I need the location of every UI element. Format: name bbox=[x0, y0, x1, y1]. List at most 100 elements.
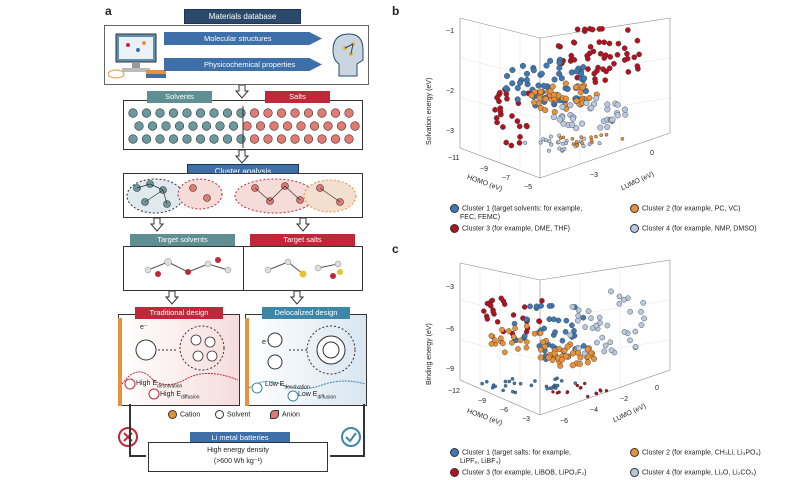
plot-b-point bbox=[509, 67, 516, 74]
molecule-dot bbox=[236, 108, 246, 118]
cluster2-icon bbox=[630, 448, 639, 457]
energy-density-line1: High energy density bbox=[207, 447, 269, 454]
plot-b-point bbox=[504, 73, 511, 80]
energy-density-line2: (>600 Wh kg⁻¹) bbox=[213, 458, 263, 465]
high-diffusion-label: High Ediffusion bbox=[160, 391, 200, 401]
plot-b-point bbox=[556, 116, 563, 123]
plot-b-point bbox=[586, 50, 593, 57]
plot-b-point bbox=[542, 95, 549, 102]
plot-c-point bbox=[509, 340, 515, 346]
plot-b-point bbox=[567, 102, 574, 109]
down-arrow-icon bbox=[235, 85, 249, 99]
molecule-dot bbox=[209, 134, 219, 144]
plot-c-point bbox=[510, 312, 517, 318]
plot-b-point bbox=[597, 50, 604, 57]
plot-c-point bbox=[553, 377, 557, 382]
plot-b-ztick-0: −1 bbox=[446, 28, 454, 35]
plot-c-point bbox=[575, 383, 580, 388]
plot-c-point bbox=[511, 320, 518, 327]
plot-c-point bbox=[490, 309, 496, 315]
check-icon bbox=[341, 427, 361, 447]
plot-c-point bbox=[537, 346, 544, 353]
plot-b-ytick-0: −3 bbox=[590, 172, 598, 179]
molecule-dot bbox=[141, 108, 152, 118]
plot-c-point bbox=[512, 325, 518, 332]
molecule-dot bbox=[201, 121, 212, 131]
plot-c-point bbox=[564, 343, 571, 350]
plot-c-point bbox=[585, 394, 590, 399]
plot-b-point bbox=[601, 39, 607, 46]
plot-b-point bbox=[596, 26, 603, 32]
plot-c-point bbox=[488, 303, 494, 309]
plot-b-point bbox=[569, 121, 576, 128]
delocalized-design-box bbox=[245, 314, 367, 406]
plot-b-point bbox=[614, 112, 621, 119]
energy-box bbox=[148, 442, 328, 472]
plot-c-point bbox=[575, 307, 582, 314]
plot-c-point bbox=[555, 317, 562, 324]
plot-c-point bbox=[602, 342, 609, 349]
traditional-design-box bbox=[118, 314, 240, 406]
plot-b-point bbox=[571, 57, 578, 63]
plot-b-point bbox=[621, 57, 628, 63]
plot-c-point bbox=[537, 330, 544, 336]
plot-b-point bbox=[514, 96, 521, 103]
plot-c-point bbox=[498, 335, 504, 342]
molecule-dot bbox=[236, 134, 246, 144]
plot-b-point bbox=[615, 40, 622, 47]
delocalized-design-diagram bbox=[245, 318, 366, 406]
plot-b-point bbox=[593, 95, 600, 102]
electron-label-traditional: e⁻ bbox=[140, 324, 148, 331]
molecule-dot bbox=[242, 121, 252, 131]
plot-c-ztick-1: −6 bbox=[446, 326, 454, 333]
plot-b-ztick-1: −2 bbox=[446, 88, 454, 95]
solvents-label: Solvents bbox=[147, 91, 212, 103]
plot-b-point bbox=[583, 99, 590, 106]
plot-c-point bbox=[638, 322, 645, 328]
plot-b-point bbox=[558, 136, 563, 140]
plot-b-point bbox=[492, 107, 498, 113]
plot-c-point bbox=[604, 322, 611, 329]
cluster1-icon bbox=[450, 448, 459, 457]
plot-b-point bbox=[606, 40, 613, 47]
plot-b-point bbox=[556, 70, 563, 77]
plot-b-point bbox=[559, 103, 566, 110]
plot-b-point bbox=[503, 139, 510, 146]
plot-c-point bbox=[529, 383, 534, 388]
plot-b-point bbox=[536, 95, 543, 102]
plot-b-point bbox=[586, 95, 593, 102]
molecular-structures-arrow: Molecular structures bbox=[164, 32, 322, 45]
connector-arrows bbox=[129, 404, 365, 457]
plot-c-point bbox=[531, 330, 538, 337]
traditional-design-label: Traditional design bbox=[135, 307, 223, 319]
plot-c-point bbox=[518, 381, 523, 386]
plot-c-point bbox=[521, 304, 528, 310]
plot-c-point bbox=[627, 308, 633, 315]
down-arrow-icon bbox=[235, 150, 249, 164]
plot-b-point bbox=[537, 88, 544, 95]
plot-c-point bbox=[559, 337, 566, 344]
plot-b-point bbox=[562, 146, 567, 151]
plot-c-point bbox=[632, 328, 639, 335]
plot-c-point bbox=[552, 329, 558, 335]
molecule-dot bbox=[174, 121, 185, 131]
molecule-dot bbox=[309, 121, 320, 131]
plot-c-point bbox=[558, 356, 565, 363]
plot-b-point bbox=[579, 135, 584, 139]
legend-cation: Cation bbox=[168, 410, 200, 419]
plot-b-point bbox=[597, 141, 602, 146]
plot-b-point bbox=[578, 70, 585, 77]
panel-b-letter: b bbox=[392, 4, 400, 18]
plot-c-point bbox=[616, 293, 623, 300]
plot-b-point bbox=[508, 142, 515, 149]
plot-c-point bbox=[539, 298, 545, 304]
plot-b-xtick-3: −5 bbox=[524, 184, 532, 191]
plot-c-point bbox=[593, 322, 600, 329]
target-solvents-label: Target solvents bbox=[130, 234, 235, 246]
plot-c-point bbox=[549, 386, 554, 390]
molecule-dot bbox=[290, 134, 300, 144]
plot-c-point bbox=[484, 379, 489, 384]
high-desolvation-label: High Edesolvation bbox=[136, 380, 183, 390]
cluster4-icon bbox=[630, 468, 639, 477]
legend-c-cluster2: Cluster 2 (for example, CH₃Li, Li₃PO₄) bbox=[630, 448, 790, 457]
